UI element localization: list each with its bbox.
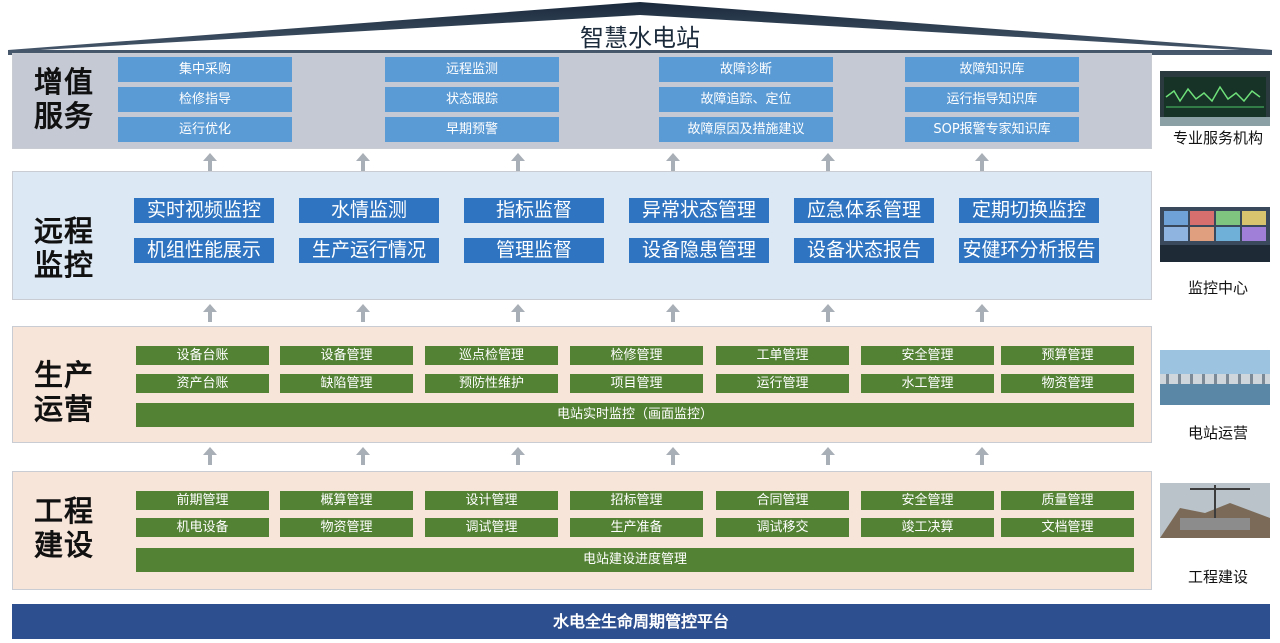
- production-cell[interactable]: 资产台账: [136, 374, 269, 393]
- side-label-construction: 工程建设: [1187, 568, 1248, 586]
- construction-cell[interactable]: 调试移交: [716, 518, 849, 537]
- construction-cell[interactable]: 机电设备: [136, 518, 269, 537]
- service-cell[interactable]: 检修指导: [118, 87, 292, 112]
- construction-cell[interactable]: 竣工决算: [861, 518, 994, 537]
- monitor-cell[interactable]: 定期切换监控: [959, 198, 1099, 223]
- production-cell[interactable]: 运行管理: [716, 374, 849, 393]
- roof-title: 智慧水电站: [580, 24, 700, 52]
- production-cell[interactable]: 水工管理: [861, 374, 994, 393]
- production-cell[interactable]: 预防性维护: [425, 374, 558, 393]
- construction-cell[interactable]: 概算管理: [280, 491, 413, 510]
- up-arrow-icon: [821, 304, 835, 322]
- layer-title-line: 远程: [34, 214, 95, 248]
- side-label-operation: 电站运营: [1187, 424, 1248, 442]
- layer-title-construction: 工程 建设: [34, 494, 94, 562]
- monitor-cell[interactable]: 设备状态报告: [794, 238, 934, 263]
- production-cell[interactable]: 安全管理: [861, 346, 994, 365]
- monitor-cell[interactable]: 生产运行情况: [299, 238, 439, 263]
- up-arrow-icon: [511, 304, 525, 322]
- up-arrow-icon: [666, 447, 680, 465]
- production-cell[interactable]: 项目管理: [570, 374, 703, 393]
- construction-cell[interactable]: 文档管理: [1001, 518, 1134, 537]
- service-cell[interactable]: 运行指导知识库: [905, 87, 1079, 112]
- monitoring-center-image: [1160, 207, 1270, 262]
- production-cell[interactable]: 预算管理: [1001, 346, 1134, 365]
- up-arrow-icon: [975, 304, 989, 322]
- monitor-cell[interactable]: 异常状态管理: [629, 198, 769, 223]
- up-arrow-icon: [203, 304, 217, 322]
- monitor-cell[interactable]: 安健环分析报告: [959, 238, 1099, 263]
- production-cell[interactable]: 设备管理: [280, 346, 413, 365]
- construction-image: [1160, 483, 1270, 538]
- service-cell[interactable]: 状态跟踪: [385, 87, 559, 112]
- up-arrow-icon: [666, 304, 680, 322]
- platform-bar: 水电全生命周期管控平台: [12, 604, 1270, 639]
- construction-cell[interactable]: 生产准备: [570, 518, 703, 537]
- layer-title-production: 生产 运营: [34, 358, 94, 426]
- up-arrow-icon: [975, 153, 989, 171]
- construction-cell[interactable]: 质量管理: [1001, 491, 1134, 510]
- service-cell[interactable]: 故障知识库: [905, 57, 1079, 82]
- construction-cell[interactable]: 设计管理: [425, 491, 558, 510]
- production-cell[interactable]: 检修管理: [570, 346, 703, 365]
- up-arrow-icon: [356, 304, 370, 322]
- side-label-monitoring: 监控中心: [1187, 279, 1248, 297]
- up-arrow-icon: [511, 153, 525, 171]
- production-cell[interactable]: 缺陷管理: [280, 374, 413, 393]
- layer-title-line: 建设: [34, 528, 95, 562]
- monitor-cell[interactable]: 机组性能展示: [134, 238, 274, 263]
- production-cell[interactable]: 巡点检管理: [425, 346, 558, 365]
- construction-progress-bar[interactable]: 电站建设进度管理: [136, 548, 1134, 572]
- construction-cell[interactable]: 调试管理: [425, 518, 558, 537]
- service-cell[interactable]: 早期预警: [385, 117, 559, 142]
- construction-cell[interactable]: 合同管理: [716, 491, 849, 510]
- service-cell[interactable]: 故障追踪、定位: [659, 87, 833, 112]
- production-cell[interactable]: 物资管理: [1001, 374, 1134, 393]
- layer-title-line: 工程: [34, 494, 95, 528]
- up-arrow-icon: [821, 153, 835, 171]
- layer-title-remote-monitoring: 远程 监控: [34, 214, 94, 282]
- up-arrow-icon: [666, 153, 680, 171]
- up-arrow-icon: [975, 447, 989, 465]
- up-arrow-icon: [203, 153, 217, 171]
- service-cell[interactable]: 集中采购: [118, 57, 292, 82]
- service-cell[interactable]: 故障诊断: [659, 57, 833, 82]
- roof-shape: [8, 2, 1272, 55]
- station-operation-image: [1160, 350, 1270, 405]
- up-arrow-icon: [821, 447, 835, 465]
- monitor-cell[interactable]: 水情监测: [299, 198, 439, 223]
- service-cell[interactable]: 远程监测: [385, 57, 559, 82]
- layer-remote-monitoring: [12, 171, 1152, 300]
- construction-cell[interactable]: 安全管理: [861, 491, 994, 510]
- layer-title-value-added: 增值 服务: [34, 65, 94, 133]
- monitor-cell[interactable]: 指标监督: [464, 198, 604, 223]
- service-cell[interactable]: 运行优化: [118, 117, 292, 142]
- construction-cell[interactable]: 前期管理: [136, 491, 269, 510]
- layer-title-line: 服务: [34, 99, 95, 133]
- production-cell[interactable]: 设备台账: [136, 346, 269, 365]
- production-cell[interactable]: 工单管理: [716, 346, 849, 365]
- monitor-cell[interactable]: 实时视频监控: [134, 198, 274, 223]
- realtime-monitoring-bar[interactable]: 电站实时监控（画面监控）: [136, 403, 1134, 427]
- monitor-cell[interactable]: 设备隐患管理: [629, 238, 769, 263]
- layer-title-line: 生产: [34, 358, 95, 392]
- monitor-cell[interactable]: 管理监督: [464, 238, 604, 263]
- up-arrow-icon: [356, 447, 370, 465]
- layer-title-line: 增值: [34, 65, 95, 99]
- service-organization-image: [1160, 71, 1270, 126]
- service-cell[interactable]: 故障原因及措施建议: [659, 117, 833, 142]
- construction-cell[interactable]: 招标管理: [570, 491, 703, 510]
- construction-cell[interactable]: 物资管理: [280, 518, 413, 537]
- layer-title-line: 监控: [34, 248, 95, 282]
- up-arrow-icon: [356, 153, 370, 171]
- layer-title-line: 运营: [34, 392, 95, 426]
- side-label-service: 专业服务机构: [1172, 129, 1263, 147]
- up-arrow-icon: [511, 447, 525, 465]
- service-cell[interactable]: SOP报警专家知识库: [905, 117, 1079, 142]
- monitor-cell[interactable]: 应急体系管理: [794, 198, 934, 223]
- up-arrow-icon: [203, 447, 217, 465]
